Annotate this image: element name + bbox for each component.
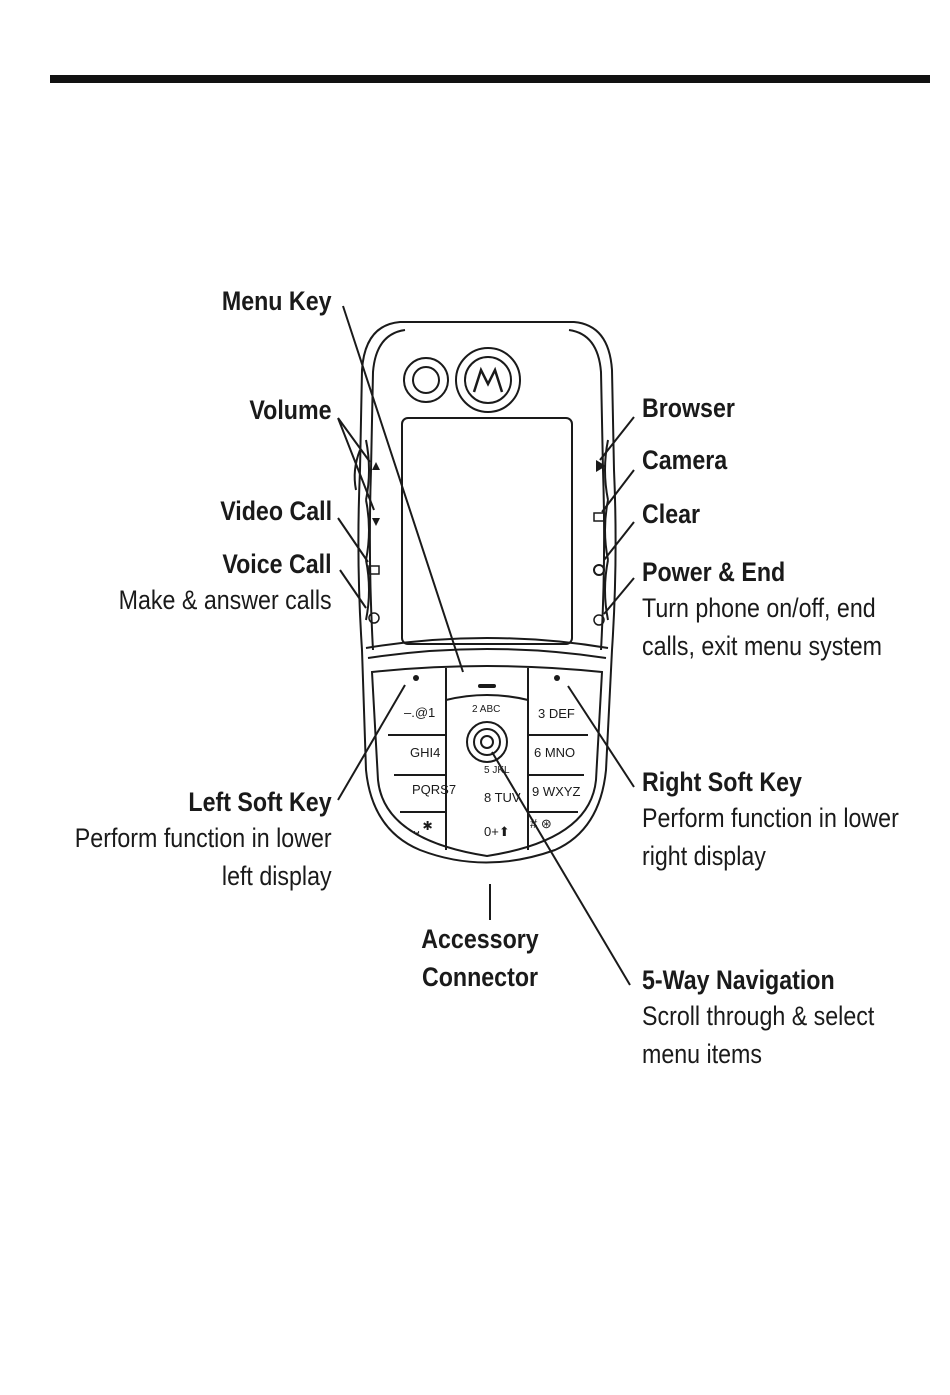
- callout-clear: [603, 521, 635, 561]
- volume-down-icon: [372, 518, 380, 526]
- video-call-icon: [368, 565, 380, 575]
- label-clear: Clear: [642, 499, 701, 529]
- voice-call-icon: [368, 612, 380, 624]
- label-menu-key: Menu Key: [222, 286, 332, 316]
- callout-volume: [337, 417, 375, 511]
- left-soft-dot: [413, 675, 419, 681]
- label-right-soft-key: Right Soft Key Perform function in lower…: [642, 767, 899, 871]
- callout-browser: [599, 416, 635, 461]
- callout-left-soft: [337, 684, 406, 801]
- key-7: PQRS7: [412, 782, 456, 797]
- label-volume: Volume: [249, 395, 332, 425]
- menu-key-dash: [478, 684, 496, 688]
- camera-lens-icon: [403, 357, 449, 403]
- label-browser: Browser: [642, 393, 735, 423]
- top-rule: [50, 75, 930, 83]
- key-8: 8 TUV: [484, 790, 521, 805]
- key-star: ⎵ ✱: [414, 818, 433, 833]
- clear-icon: [593, 564, 605, 576]
- key-5: 5 JKL: [484, 765, 510, 776]
- label-camera: Camera: [642, 445, 728, 475]
- right-soft-dot: [554, 675, 560, 681]
- callout-right-soft: [567, 685, 635, 788]
- label-left-soft-key: Left Soft Key Perform function in lower …: [75, 787, 332, 891]
- slider-edge: [365, 637, 609, 649]
- key-6: 6 MNO: [534, 745, 575, 760]
- key-9: 9 WXYZ: [532, 784, 580, 799]
- volume-up-icon: [372, 462, 380, 470]
- camera-icon: [593, 512, 605, 522]
- display-screen: [401, 417, 573, 645]
- key-2: 2 ABC: [472, 704, 500, 715]
- browser-icon: [596, 460, 606, 472]
- callout-menu-key: [342, 305, 464, 673]
- power-end-icon: [593, 614, 605, 626]
- nav-5way-outer: [466, 721, 508, 763]
- motorola-logo-icon: [455, 347, 521, 413]
- key-3: 3 DEF: [538, 706, 575, 721]
- callout-voice-call: [339, 569, 367, 609]
- callout-nav: [491, 751, 631, 986]
- keypad-outline: [370, 665, 604, 858]
- phone-body-inner-outline: [368, 329, 406, 651]
- key-0: 0+⬆: [484, 824, 510, 839]
- label-power-end: Power & End Turn phone on/off, end calls…: [642, 557, 883, 661]
- label-voice-call: Voice Call Make & answer calls: [119, 549, 332, 615]
- label-5way-navigation: 5-Way Navigation Scroll through & select…: [642, 965, 875, 1069]
- key-1: –.@1: [404, 705, 435, 720]
- label-video-call: Video Call: [220, 496, 332, 526]
- phone-body-outline: [357, 321, 617, 864]
- callout-video-call: [337, 517, 369, 563]
- label-accessory-connector: Accessory Connector: [421, 924, 539, 992]
- callout-camera: [601, 469, 635, 513]
- key-4: GHI4: [410, 745, 440, 760]
- callout-power-end: [603, 577, 635, 615]
- key-hash: # ⊛: [530, 816, 552, 831]
